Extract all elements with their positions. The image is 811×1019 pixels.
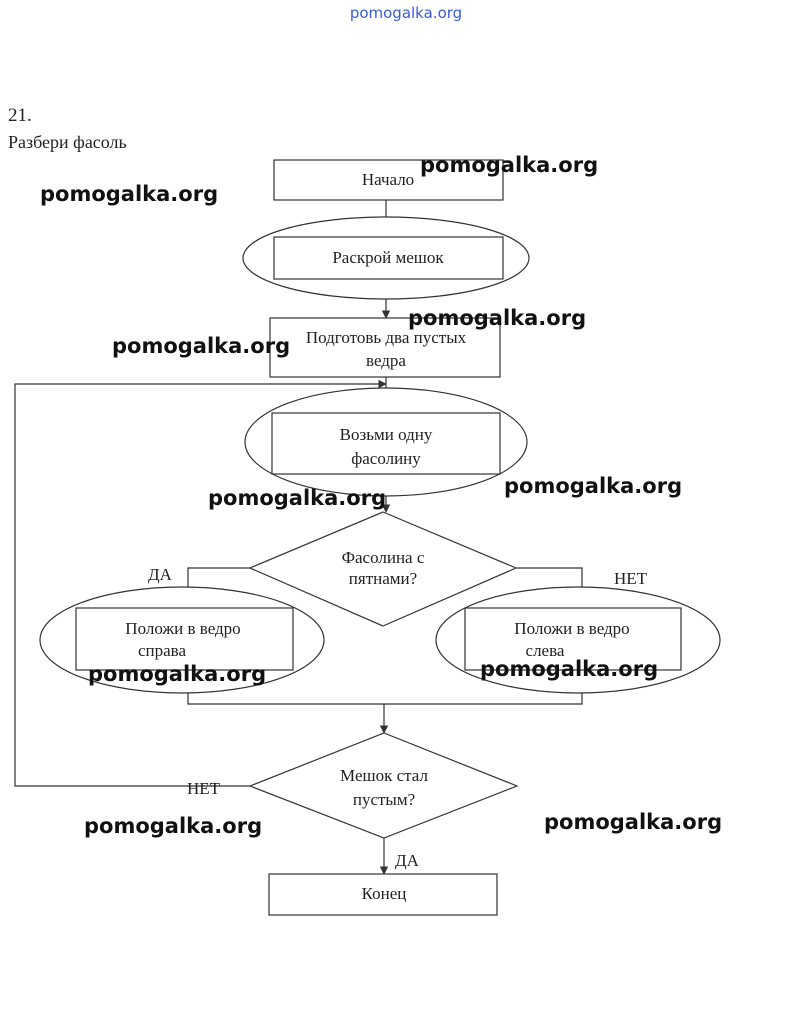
put-right-line2: справа xyxy=(138,641,186,660)
watermark-text: pomogalka.org xyxy=(88,662,266,686)
watermark-text: pomogalka.org xyxy=(544,810,722,834)
loop-back-line xyxy=(14,379,387,787)
bag-empty-no-label: НЕТ xyxy=(187,779,221,798)
end-label: Конец xyxy=(362,884,407,903)
problem-title: Разбери фасоль xyxy=(8,132,127,152)
prepare-buckets-line2: ведра xyxy=(366,351,406,370)
bag-empty-line2: пустым? xyxy=(353,790,415,809)
put-right-box xyxy=(75,607,294,671)
spots-decision-line2: пятнами? xyxy=(349,569,417,588)
watermark-text: pomogalka.org xyxy=(208,486,386,510)
watermark-text: pomogalka.org xyxy=(112,334,290,358)
watermark-layer: pomogalka.org pomogalka.org pomogalka.or… xyxy=(40,153,722,838)
watermark-text: pomogalka.org xyxy=(420,153,598,177)
problem-number: 21. xyxy=(8,105,32,126)
put-left-box xyxy=(464,607,682,671)
take-bean-line1: Возьми одну xyxy=(340,425,433,444)
prepare-buckets-box xyxy=(269,317,501,378)
bag-empty-decision-diamond xyxy=(248,732,519,839)
start-label: Начало xyxy=(362,170,414,189)
watermark-text: pomogalka.org xyxy=(40,182,218,206)
watermark-text: pomogalka.org xyxy=(408,306,586,330)
prepare-buckets-line1: Подготовь два пустых xyxy=(306,328,467,347)
put-right-line1: Положи в ведро xyxy=(125,619,240,638)
take-bean-line2: фасолину xyxy=(351,449,421,468)
end-box xyxy=(268,873,498,916)
spots-yes-label: ДА xyxy=(148,565,173,584)
spots-no-label: НЕТ xyxy=(614,569,648,588)
bag-empty-line1: Мешок стал xyxy=(340,766,428,785)
put-left-line2: слева xyxy=(526,641,565,660)
watermark-text: pomogalka.org xyxy=(480,657,658,681)
take-bean-box xyxy=(271,412,501,475)
put-left-line1: Положи в ведро xyxy=(514,619,629,638)
spots-decision-diamond xyxy=(248,511,518,627)
open-bag-box xyxy=(273,236,504,280)
site-header-watermark: pomogalka.org xyxy=(350,4,462,22)
watermark-text: pomogalka.org xyxy=(84,814,262,838)
watermark-text: pomogalka.org xyxy=(504,474,682,498)
start-box xyxy=(273,159,504,201)
open-bag-label: Раскрой мешок xyxy=(332,248,444,267)
bag-empty-yes-label: ДА xyxy=(395,851,420,870)
spots-decision-line1: Фасолина с xyxy=(342,548,425,567)
